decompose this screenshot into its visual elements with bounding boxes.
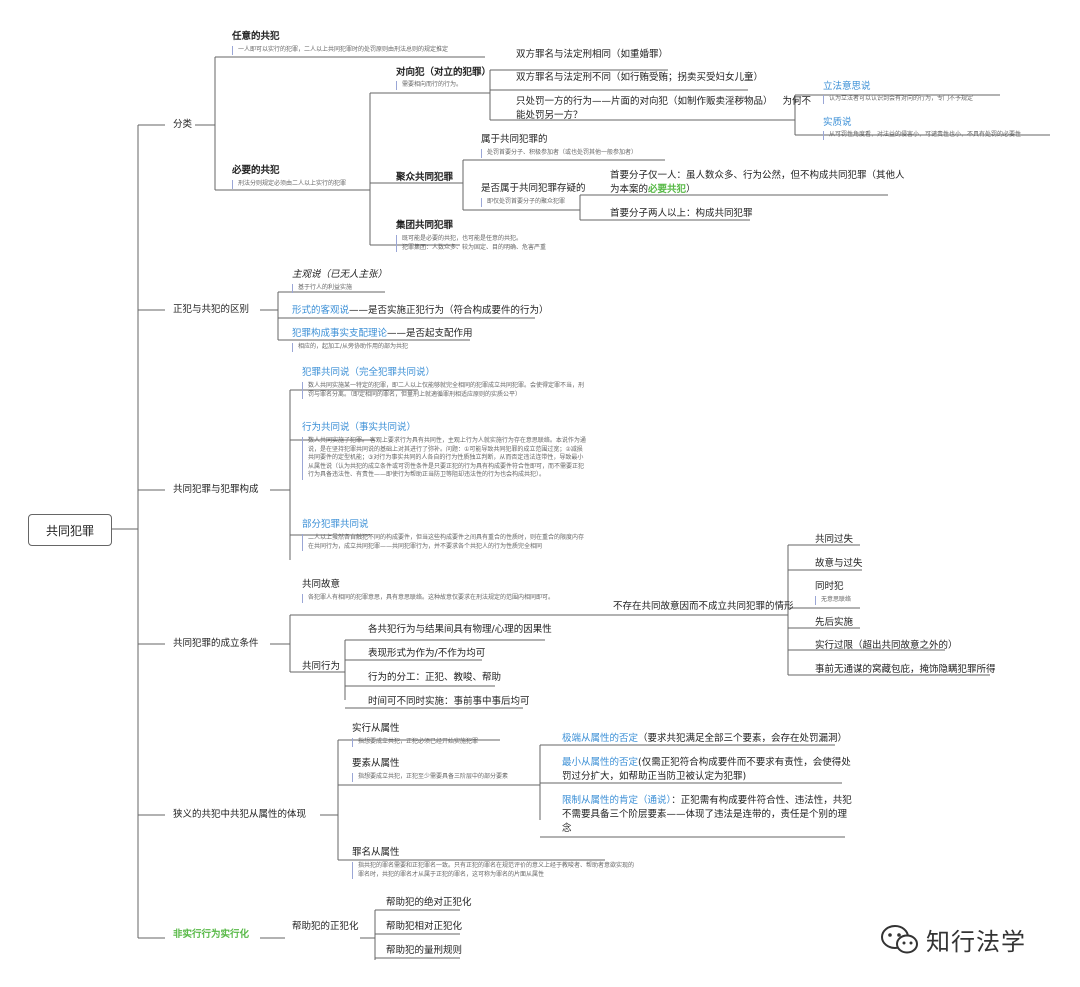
node-control-theory[interactable]: 犯罪构成事实支配理论——是否起支配作用 [292,328,473,339]
note-necessary-accomplice: 刑法分则规定必须由二人以上实行的犯罪 [232,180,408,189]
node-limited-accessoriness[interactable]: 限制从属性的肯定（通说）：正犯需有构成要件符合性、违法性，共犯 [562,795,852,806]
node-limited-accessoriness-cont[interactable]: 不需要具备三个阶层要素——体现了违法是连带的，责任是个别的理 [562,809,848,820]
branch-principal-vs-accomplice[interactable]: 正犯与共犯的区别 [173,304,250,315]
node-element-accessoriness[interactable]: 要素从属性 [352,758,400,769]
note-partial-joint-theory: 二人以上虽然各自触犯不同的构成要件，但当这些构成要件之间具有重合的性质时，则在重… [302,534,588,552]
branch-constitution[interactable]: 共同犯罪与犯罪构成 [173,484,259,495]
node-same-charge[interactable]: 双方罪名与法定刑相同（如重婚罪） [516,49,669,60]
node-charge-accessoriness[interactable]: 罪名从属性 [352,847,400,858]
node-formal-objective[interactable]: 形式的客观说——是否实施正犯行为（符合构成要件的行为） [292,305,549,316]
node-act-causality[interactable]: 各共犯行为与结果间具有物理/心理的因果性 [368,624,552,635]
note-charge-accessoriness: 指共犯的罪名需要和正犯罪名一致。只有正犯的罪名在规范评价的意义上经于教唆者、帮助… [352,862,638,880]
node-case-simultaneous[interactable]: 同时犯 [815,581,844,592]
note-joint-intent: 各犯罪人有相同的犯罪意思，具有意思联络。这种故意仅要求在刑法规定的范围内相同即可… [302,594,608,603]
note-execution-accessoriness: 指想要成立共犯，正犯必须已经开始实施犯罪 [352,738,508,747]
node-one-side-question[interactable]: 能处罚另一方？ [516,110,583,121]
node-belongs-joint[interactable]: 属于共同犯罪的 [481,134,548,145]
watermark-text: 知行法学 [926,928,1026,956]
note-element-accessoriness: 指想要成立共犯，正犯至少需要具备三阶层中的部分要素 [352,773,548,782]
node-legislative-intent[interactable]: 立法意思说 [823,81,871,92]
node-joint-intent[interactable]: 共同故意 [302,579,341,590]
node-aid-relative[interactable]: 帮助犯相对正犯化 [386,921,463,932]
node-substantive-theory[interactable]: 实质说 [823,117,852,128]
note-belongs-joint: 处罚首要分子、积极参加者（或也处罚其他一般参加者） [481,149,677,158]
node-act-joint-theory[interactable]: 行为共同说（事实共同说） [302,422,417,433]
note-subjective-theory: 基于行人的利益实施 [292,284,398,293]
node-limited-accessoriness-end[interactable]: 念 [562,823,572,834]
node-act-form[interactable]: 表现形式为作为/不作为均可 [368,648,486,659]
node-multiple-leaders[interactable]: 首要分子两人以上：构成共同犯罪 [610,208,753,219]
node-doubtful-joint[interactable]: 是否属于共同犯罪存疑的 [481,183,586,194]
root-node[interactable]: 共同犯罪 [28,514,112,546]
node-single-leader-cont[interactable]: 为本案的必要共犯） [610,184,696,195]
note-counterpart-crime: 需要相向而行的行为。 [396,81,512,90]
node-act-timing[interactable]: 时间可不同时实施：事前事中事后均可 [368,696,530,707]
node-single-leader[interactable]: 首要分子仅一人：虽人数众多、行为公然，但不构成共同犯罪（其他人 [610,170,905,181]
node-minimal-accessoriness[interactable]: 最小从属性的否定(仅需正犯符合构成要件而不要求有责性，会使得处 [562,757,851,768]
note-substantive-theory: 从可罚性角度看，对法益的侵害小，可谴责性也小，不具有处罚的必要性 [823,131,1059,140]
node-act-division[interactable]: 行为的分工：正犯、教唆、帮助 [368,672,502,683]
note-doubtful-joint: 即仅处罚首要分子的聚众犯罪 [481,198,607,207]
node-optional-accomplice[interactable]: 任意的共犯 [232,31,280,42]
node-case-excess[interactable]: 实行过限（超出共同故意之外的） [815,640,958,651]
note-legislative-intent: 认为立法者可以认识到会有对向的行为，专门不予规定 [823,95,1009,104]
node-different-charge[interactable]: 双方罪名与法定刑不同（如行贿受贿；拐卖买受妇女儿童） [516,72,764,83]
node-extreme-accessoriness[interactable]: 极端从属性的否定（要求共犯满足全部三个要素，会存在处罚漏洞） [562,733,848,744]
node-case-negligence[interactable]: 共同过失 [815,534,854,545]
node-mass-crime[interactable]: 聚众共同犯罪 [396,172,454,183]
node-no-joint-intent[interactable]: 不存在共同故意因而不成立共同犯罪的情形 [613,601,794,612]
note-crime-joint-theory: 数人共同实施某一特定的犯罪，即二人以上仅能够就完全相同的犯罪成立共同犯罪。会使得… [302,382,588,400]
note-case-simultaneous: 无意思联络 [815,596,871,605]
node-aid-sentencing[interactable]: 帮助犯的量刑规则 [386,945,463,956]
node-partial-joint-theory[interactable]: 部分犯罪共同说 [302,519,369,530]
node-case-successive[interactable]: 先后实施 [815,617,854,628]
node-group-crime[interactable]: 集团共同犯罪 [396,220,454,231]
node-case-intent-negligence[interactable]: 故意与过失 [815,558,863,569]
note-control-theory: 相应的，起加工/从旁协助作用的部为共犯 [292,343,438,352]
note-act-joint-theory: 数人共同实施了犯罪。 客观上要求行为具有共同性，主观上行为人就实施行为存在意思联… [302,437,588,480]
node-counterpart-crime[interactable]: 对向犯（对立的犯罪） [396,67,492,78]
node-aid-absolute[interactable]: 帮助犯的绝对正犯化 [386,897,472,908]
note-optional-accomplice: 一人即可以实行的犯罪，二人以上共同犯罪时的处罚原则由刑法总则的规定推定 [232,46,498,55]
node-one-side-punished[interactable]: 只处罚一方的行为——片面的对向犯（如制作贩卖淫秽物品）为何不 [516,96,812,107]
note-group-crime: 既可能是必要的共犯，也可能是任意的共犯。犯罪集团：人数众多、较为固定、目的明确、… [396,235,592,253]
node-crime-joint-theory[interactable]: 犯罪共同说（完全犯罪共同说） [302,367,436,378]
node-necessary-accomplice[interactable]: 必要的共犯 [232,165,280,176]
node-subjective-theory[interactable]: 主观说（已无人主张） [292,269,388,280]
branch-conditions[interactable]: 共同犯罪的成立条件 [173,638,259,649]
wechat-icon [881,924,918,953]
node-case-concealment[interactable]: 事前无通谋的窝藏包庇，掩饰隐瞒犯罪所得 [815,664,996,675]
node-execution-accessoriness[interactable]: 实行从属性 [352,723,400,734]
branch-accessoriness[interactable]: 狭义的共犯中共犯从属性的体现 [173,809,307,820]
watermark: 知行法学 [880,922,1026,957]
node-minimal-accessoriness-cont[interactable]: 罚过分扩大，如帮助正当防卫被认定为犯罪) [562,771,747,782]
node-aid-principalization[interactable]: 帮助犯的正犯化 [292,921,359,932]
node-joint-act[interactable]: 共同行为 [302,661,341,672]
branch-classification[interactable]: 分类 [173,119,193,130]
branch-non-execution[interactable]: 非实行行为实行化 [173,929,250,940]
